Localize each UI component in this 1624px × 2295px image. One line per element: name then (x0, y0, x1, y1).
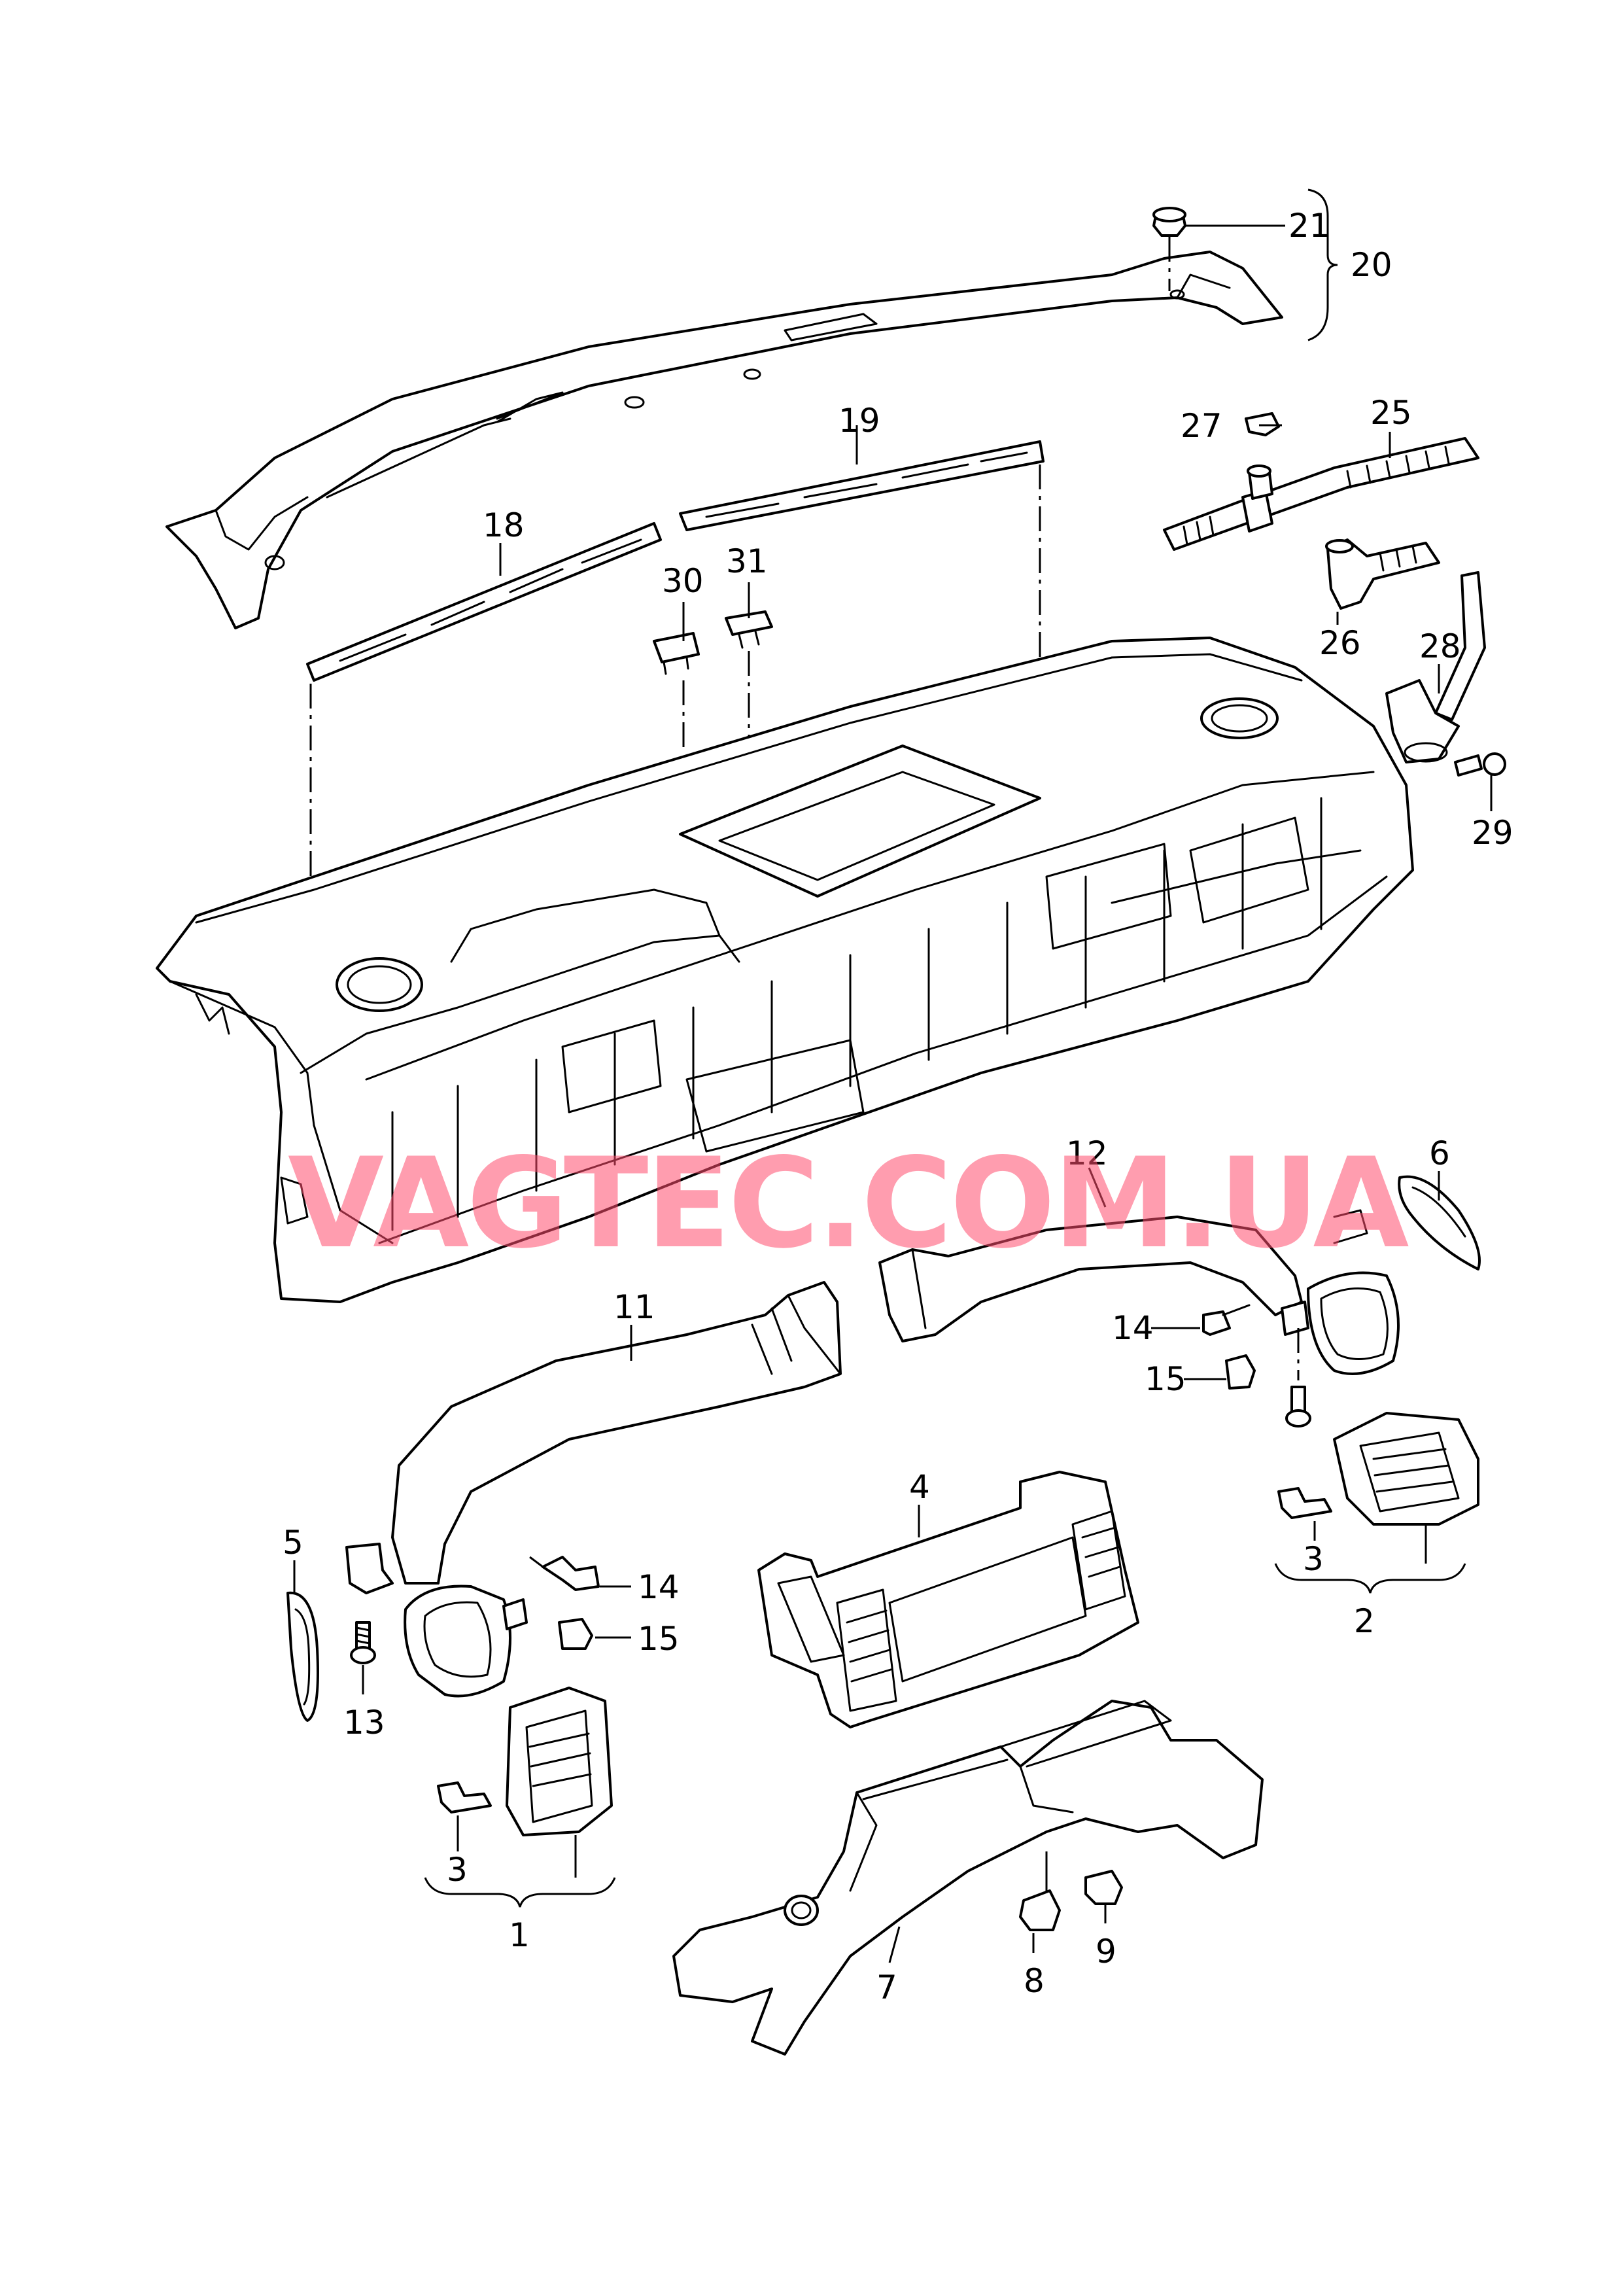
clip-14-right (1202, 1304, 1251, 1336)
callout-3-right: 3 (1303, 1540, 1324, 1578)
clip-8 (1019, 1851, 1061, 1931)
callout-3-left: 3 (447, 1851, 468, 1889)
clip-14-left (529, 1556, 600, 1591)
callout-30: 30 (662, 562, 704, 600)
callout-15-right: 15 (1145, 1360, 1186, 1398)
floor-duct-7 (672, 1700, 1264, 2056)
callout-18: 18 (483, 506, 525, 544)
callout-14-left: 14 (638, 1568, 680, 1606)
leader-lines (293, 188, 1493, 1963)
callout-20: 20 (1351, 246, 1392, 284)
defroster-vent-19 (679, 440, 1045, 531)
air-vent-2 (1333, 1412, 1479, 1526)
defroster-vent-18 (306, 522, 662, 682)
callout-31: 31 (726, 542, 768, 580)
callout-7: 7 (876, 1969, 897, 2006)
clip-30 (653, 632, 700, 675)
callout-2: 2 (1354, 1602, 1375, 1640)
clip-9 (1084, 1870, 1123, 1905)
callout-15-left: 15 (638, 1620, 680, 1658)
clip-31 (725, 610, 773, 649)
callout-26: 26 (1319, 624, 1361, 662)
pipe-28 (1385, 571, 1486, 763)
hose-25 (1163, 437, 1479, 551)
clip-21 (1152, 207, 1186, 237)
callout-9: 9 (1096, 1933, 1116, 1971)
center-vent-4 (757, 1471, 1139, 1728)
screw-right (1285, 1328, 1311, 1428)
callout-25: 25 (1370, 394, 1412, 432)
callout-27: 27 (1181, 407, 1222, 445)
screw-13 (350, 1621, 376, 1694)
callout-21: 21 (1288, 207, 1330, 245)
callout-19: 19 (838, 402, 880, 440)
air-duct-12 (878, 1209, 1400, 1375)
callout-4: 4 (909, 1468, 930, 1506)
elbow-26 (1325, 538, 1440, 610)
cowl-panel (165, 251, 1283, 629)
watermark: VAGTEC.COM.UA (288, 1131, 1409, 1276)
air-vent-1 (506, 1687, 613, 1836)
callout-14-right: 14 (1112, 1309, 1154, 1347)
side-vent-5 (286, 1591, 319, 1722)
dashboard-carrier (156, 637, 1414, 1303)
clip-15-left (558, 1618, 593, 1650)
callout-13: 13 (343, 1704, 385, 1742)
callout-labels: 21 20 19 18 30 31 27 25 26 28 29 12 6 11… (283, 207, 1513, 2006)
screw-29 (1454, 752, 1506, 777)
callout-6: 6 (1429, 1134, 1450, 1172)
clip-3-left (437, 1781, 492, 1813)
clip-15-right (1225, 1354, 1256, 1390)
clip-3-right (1277, 1487, 1332, 1519)
callout-5: 5 (283, 1524, 303, 1562)
callout-1: 1 (509, 1916, 530, 1954)
callout-8: 8 (1024, 1962, 1045, 2000)
callout-12: 12 (1066, 1134, 1108, 1172)
callout-11: 11 (613, 1288, 655, 1326)
callout-28: 28 (1419, 627, 1461, 665)
callout-29: 29 (1472, 814, 1513, 852)
air-duct-11 (345, 1281, 842, 1698)
